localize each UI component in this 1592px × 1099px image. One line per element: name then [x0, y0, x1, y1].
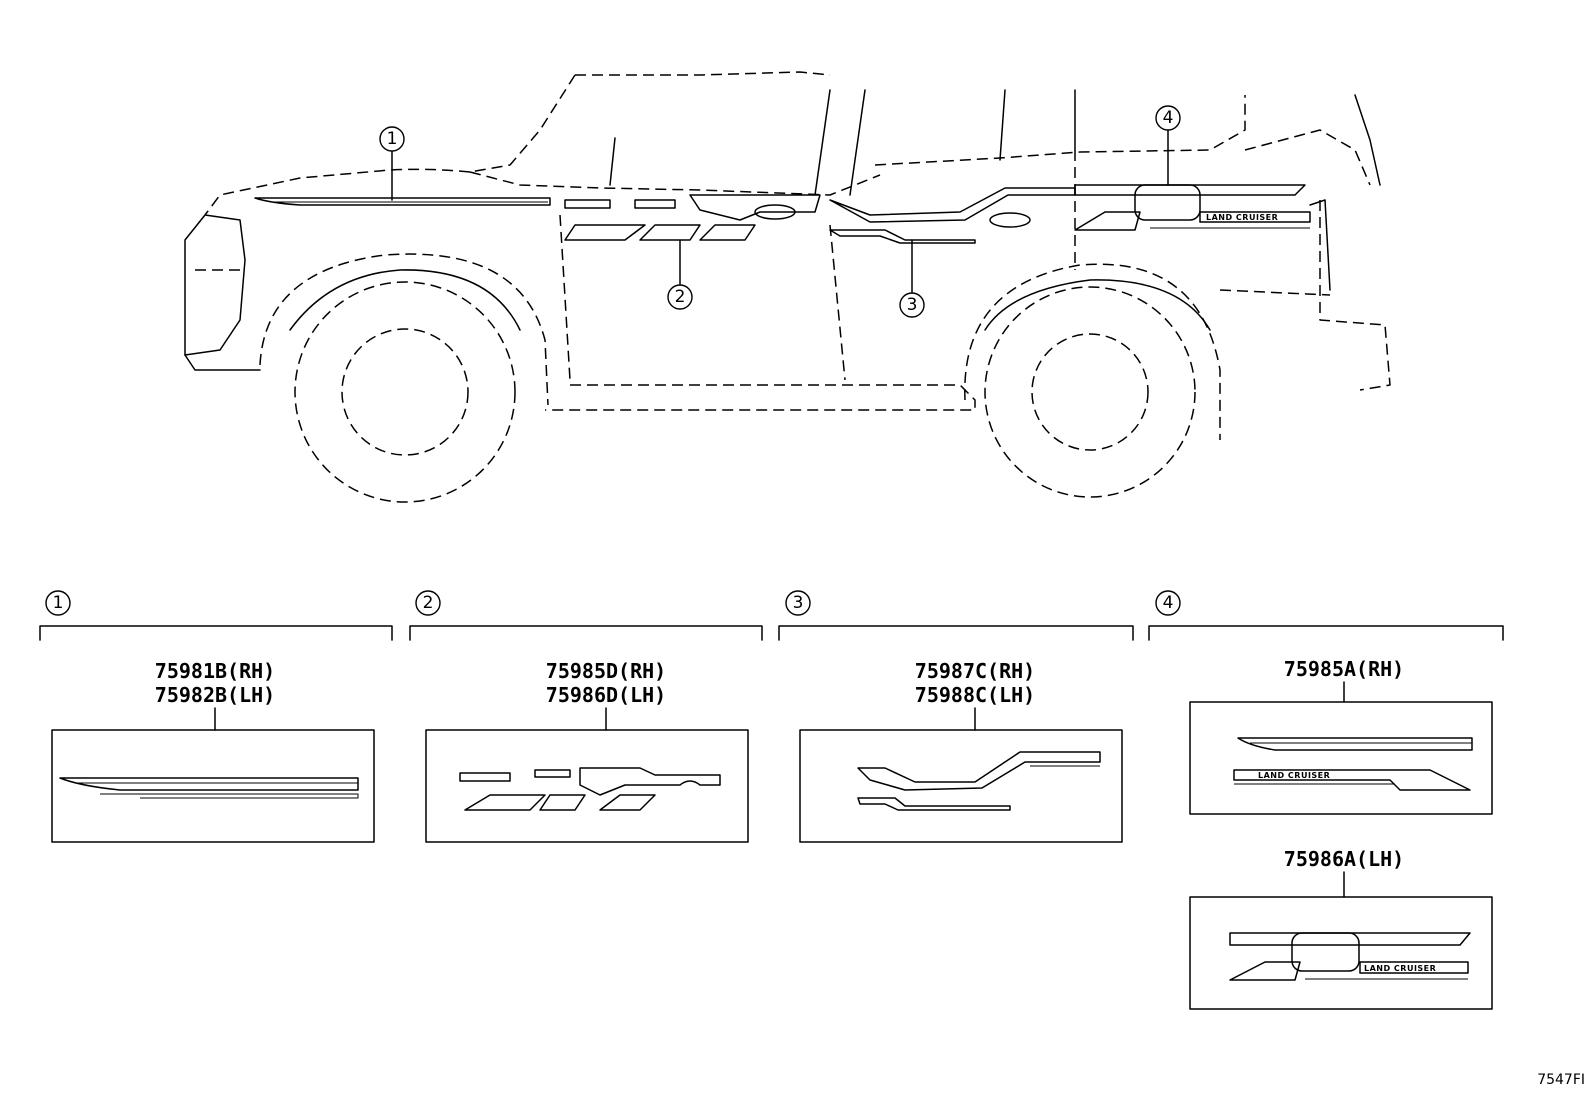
part-number-75985D: 75985D(RH): [546, 659, 666, 683]
decal-box-1: [51, 729, 375, 843]
figure-code: 7547FI: [1537, 1072, 1585, 1088]
part-number-75988C: 75988C(LH): [915, 683, 1035, 707]
callout-2: 2: [667, 239, 693, 310]
group-3-index: 3: [785, 590, 811, 616]
part-number-75986D: 75986D(LH): [546, 683, 666, 707]
svg-text:2: 2: [423, 593, 434, 613]
part-number-75981B: 75981B(RH): [155, 659, 275, 683]
svg-text:3: 3: [793, 593, 804, 613]
decal-illustration-4-rh: LAND CRUISER: [1233, 737, 1473, 791]
group-3-bracket: [778, 625, 1134, 641]
parts-group-1: 1 75981B(RH) 75982B(LH): [39, 590, 393, 843]
part-number-75987C: 75987C(RH): [915, 659, 1035, 683]
group-2-index: 2: [415, 590, 441, 616]
decal-box-2: [425, 729, 749, 843]
svg-text:3: 3: [907, 295, 918, 315]
callout-1: 1: [379, 126, 405, 201]
vehicle-side-view: LAND CRUISER: [184, 71, 1391, 503]
emblem-text-rh: LAND CRUISER: [1258, 771, 1330, 780]
svg-text:2: 2: [675, 287, 686, 307]
parts-group-3: 3 75987C(RH) 75988C(LH): [778, 590, 1134, 843]
emblem-text-lh: LAND CRUISER: [1364, 964, 1436, 973]
part-number-75985A: 75985A(RH): [1284, 657, 1404, 681]
svg-text:4: 4: [1163, 108, 1174, 128]
svg-text:1: 1: [387, 129, 398, 149]
decal-illustration-1: [59, 777, 359, 799]
parts-group-4: 4 75985A(RH) LAND CRUISER 75986A(LH) LAN…: [1148, 590, 1504, 1010]
group-4-bracket: [1148, 625, 1504, 641]
decal-illustration-3: [857, 751, 1101, 811]
svg-text:1: 1: [53, 593, 64, 613]
group-2-bracket: [409, 625, 763, 641]
decal-box-3: [799, 729, 1123, 843]
group-1-index: 1: [45, 590, 71, 616]
part-number-75982B: 75982B(LH): [155, 683, 275, 707]
emblem-text-vehicle: LAND CRUISER: [1206, 213, 1278, 222]
decal-box-4-rh: [1189, 701, 1493, 815]
decal-illustration-2: [459, 767, 721, 811]
decal-illustration-4-lh: LAND CRUISER: [1229, 932, 1471, 981]
callout-3: 3: [899, 239, 925, 318]
decal-box-4-lh: [1189, 896, 1493, 1010]
part-number-75986A: 75986A(LH): [1284, 847, 1404, 871]
callout-4: 4: [1155, 105, 1181, 186]
svg-text:4: 4: [1163, 593, 1174, 613]
parts-group-2: 2 75985D(RH) 75986D(LH): [409, 590, 763, 843]
group-1-bracket: [39, 625, 393, 641]
group-4-index: 4: [1155, 590, 1181, 616]
